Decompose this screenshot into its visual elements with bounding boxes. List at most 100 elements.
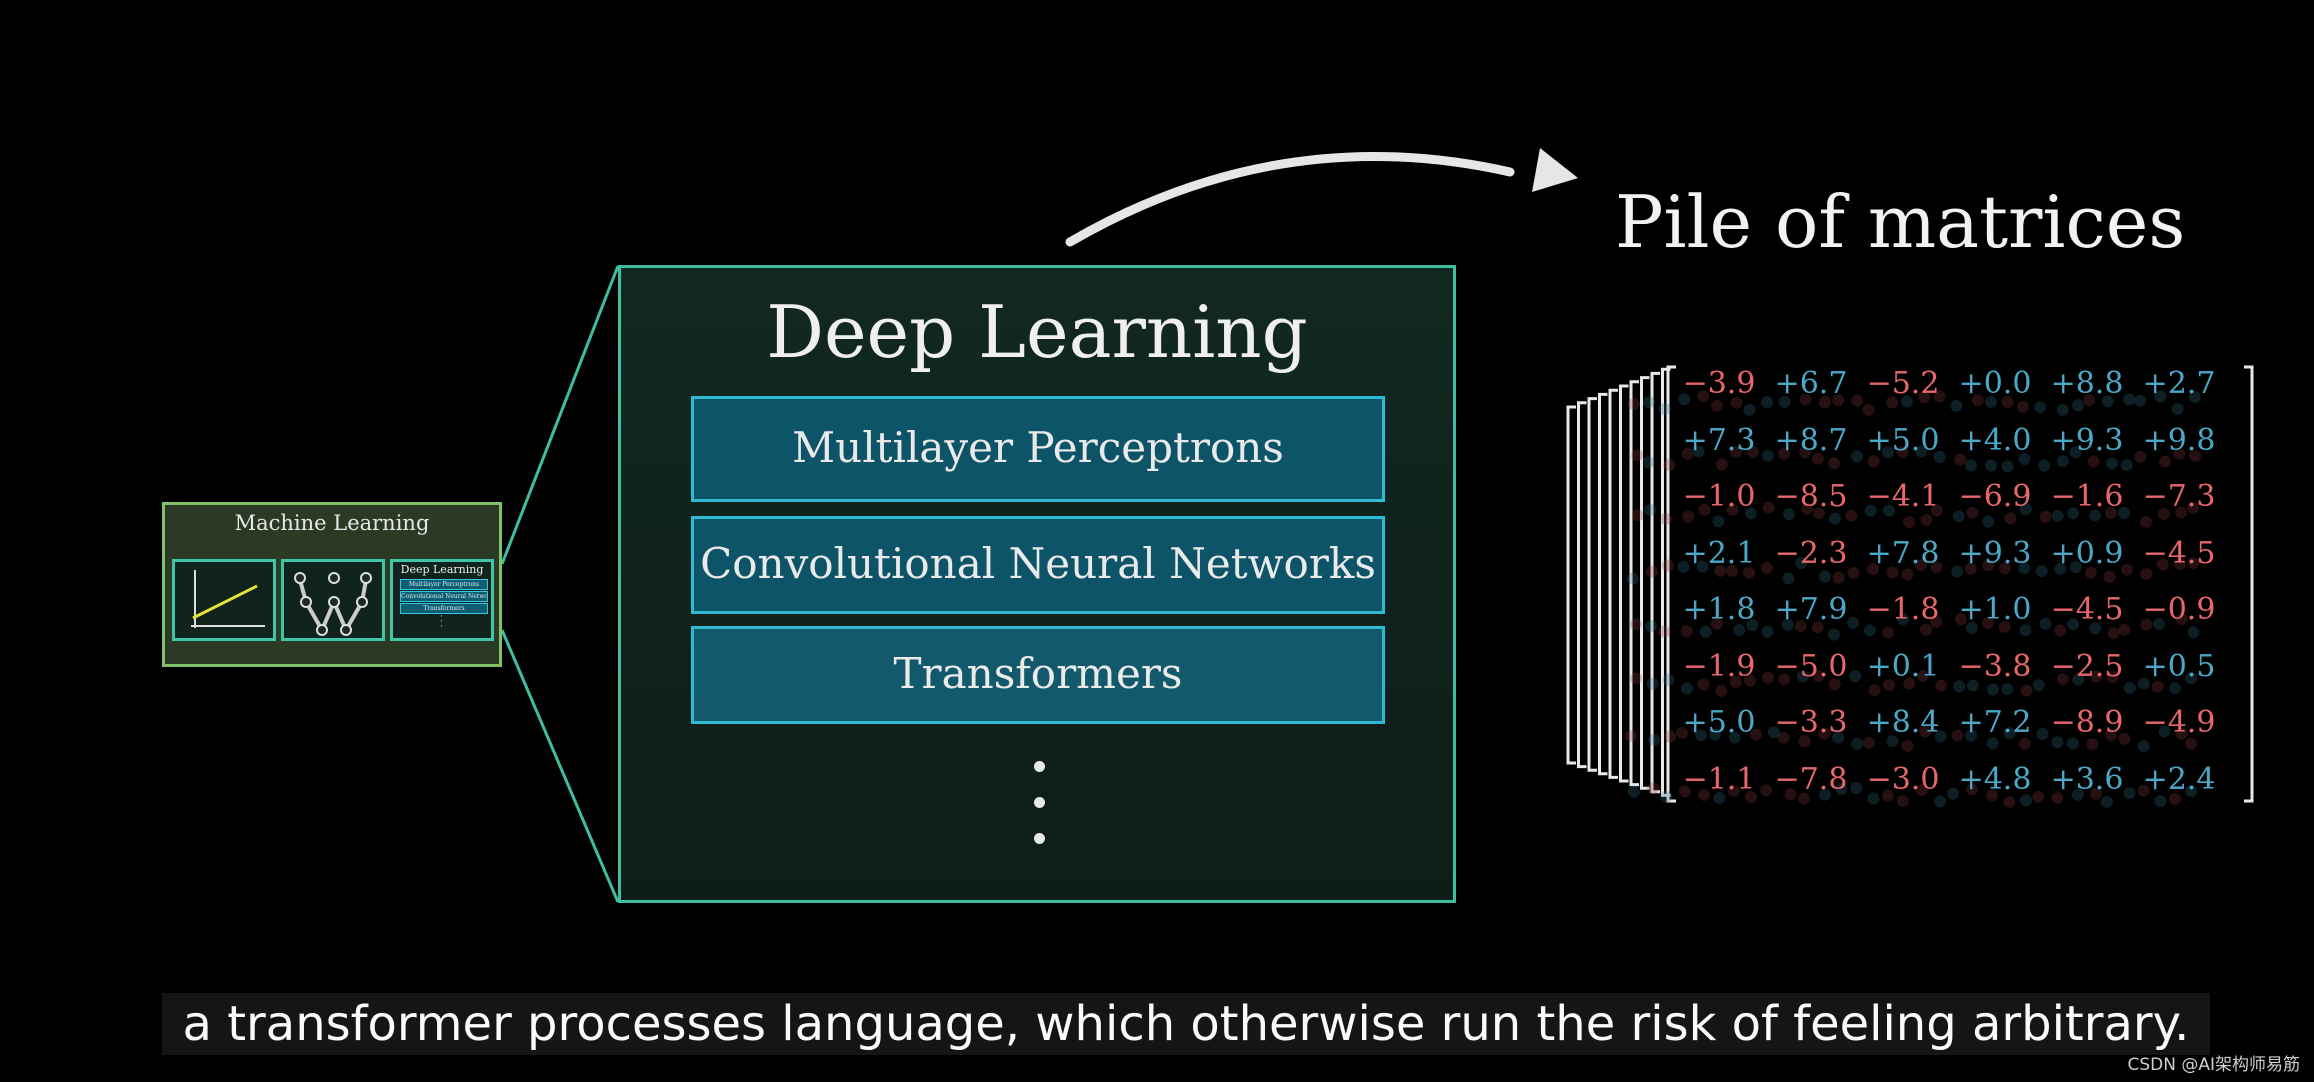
background-dot [1681,447,1694,460]
stacked-matrix-bracket [1650,371,1660,794]
background-dot [1729,676,1742,689]
background-dot [1745,790,1758,803]
background-dot [2069,561,2082,574]
matrix-cell: −1.1 [1682,761,1756,797]
background-dot [2090,670,2103,683]
matrix-cell: +9.3 [2050,422,2124,458]
background-dot [2175,727,2188,740]
front-right-bracket [2244,365,2254,803]
background-dot [1749,728,1762,741]
background-dot [1828,457,1841,470]
background-dot [1966,679,1979,692]
background-dot [1851,737,1864,750]
matrix-cell: −8.9 [2050,705,2124,740]
matrix-cell: −4.5 [2142,535,2216,571]
background-dot [2174,558,2187,571]
background-dot [1881,789,1894,802]
matrix-cell: −8.5 [1774,479,1848,514]
background-dot [1886,566,1899,579]
background-dot [1675,726,1688,739]
matrix-cell: +1.8 [1682,592,1756,627]
background-dot [2188,391,2201,404]
background-dot [1681,682,1694,695]
background-dot [1729,445,1742,458]
background-dot [1947,787,1960,800]
background-dot [1715,458,1728,471]
network-graph-icon [294,572,372,636]
background-dot [1818,396,1831,409]
background-dot [2140,515,2153,528]
machine-learning-title: Machine Learning [234,511,430,535]
background-dot [2152,617,2165,630]
background-dot [2039,510,2052,523]
background-dot [1761,671,1774,684]
background-dot [2051,736,2064,749]
background-dot [1642,396,1655,409]
background-dot [1914,558,1927,571]
background-dot [1903,677,1916,690]
ellipsis-dot-icon [1034,761,1045,772]
background-dot [1930,504,1943,517]
background-dot [1784,788,1797,801]
background-dot [1709,728,1722,741]
background-dot [1998,620,2011,633]
background-dot [1727,784,1740,797]
background-dot [1712,515,1725,528]
matrix-cell: −3.9 [1682,366,1756,401]
background-dot [1760,396,1773,409]
pile-of-matrices-title: Pile of matrices [1615,180,2186,264]
neural-network-thumbnail [281,559,385,641]
subtitle-caption: a transformer processes language, which … [182,996,2190,1052]
background-dot [1761,449,1774,462]
background-dot [1695,729,1708,742]
background-dot [2169,682,2182,695]
background-dot [2118,732,2131,745]
background-dot [2156,558,2169,571]
background-dot [2018,561,2031,574]
background-dot [1760,561,1773,574]
background-dot [1798,735,1811,748]
stacked-matrix-bracket [1608,388,1618,779]
background-dot [1680,625,1693,638]
background-dot [1886,735,1899,748]
background-dot [2154,390,2167,403]
stacked-matrix-bracket [1577,401,1587,769]
background-dot [2169,793,2182,806]
background-dot [1713,791,1726,804]
background-dot [1971,394,1984,407]
background-dot [2066,737,2079,750]
background-dot [1918,391,1931,404]
background-dot [2085,566,2098,579]
background-dot [1648,733,1661,746]
background-dot [1697,390,1710,403]
background-dot [1746,446,1759,459]
matrix-cell: +0.0 [1958,366,2032,401]
background-dot [1743,566,1756,579]
background-dot [2056,673,2069,686]
background-dot [1801,502,1814,515]
background-dot [2019,737,2032,750]
background-dot [1965,729,1978,742]
background-dot [1849,670,1862,683]
background-dot [1631,509,1644,522]
item-multilayer-perceptrons: Multilayer Perceptrons [691,396,1385,502]
background-dot [2069,446,2082,459]
background-dot [1761,625,1774,638]
matrix-cell: +7.2 [1958,705,2032,740]
background-dot [1982,515,1995,528]
background-dot [1903,516,1916,529]
background-dot [1896,794,1909,807]
background-dot [1851,394,1864,407]
background-dot [2034,401,2047,414]
background-dot [1658,625,1671,638]
background-dot [2001,682,2014,695]
background-dot [1733,624,1746,637]
background-dot [2071,399,2084,412]
linear-regression-thumbnail [172,559,276,641]
front-matrix: −3.9+6.7−5.2+0.0+8.8+2.7+7.3+8.7+5.0+4.0… [1676,366,2252,804]
background-dot [2123,681,2136,694]
background-dot [2088,509,2101,522]
background-dot [1644,620,1657,633]
background-dot [1881,446,1894,459]
background-dot [2003,727,2016,740]
